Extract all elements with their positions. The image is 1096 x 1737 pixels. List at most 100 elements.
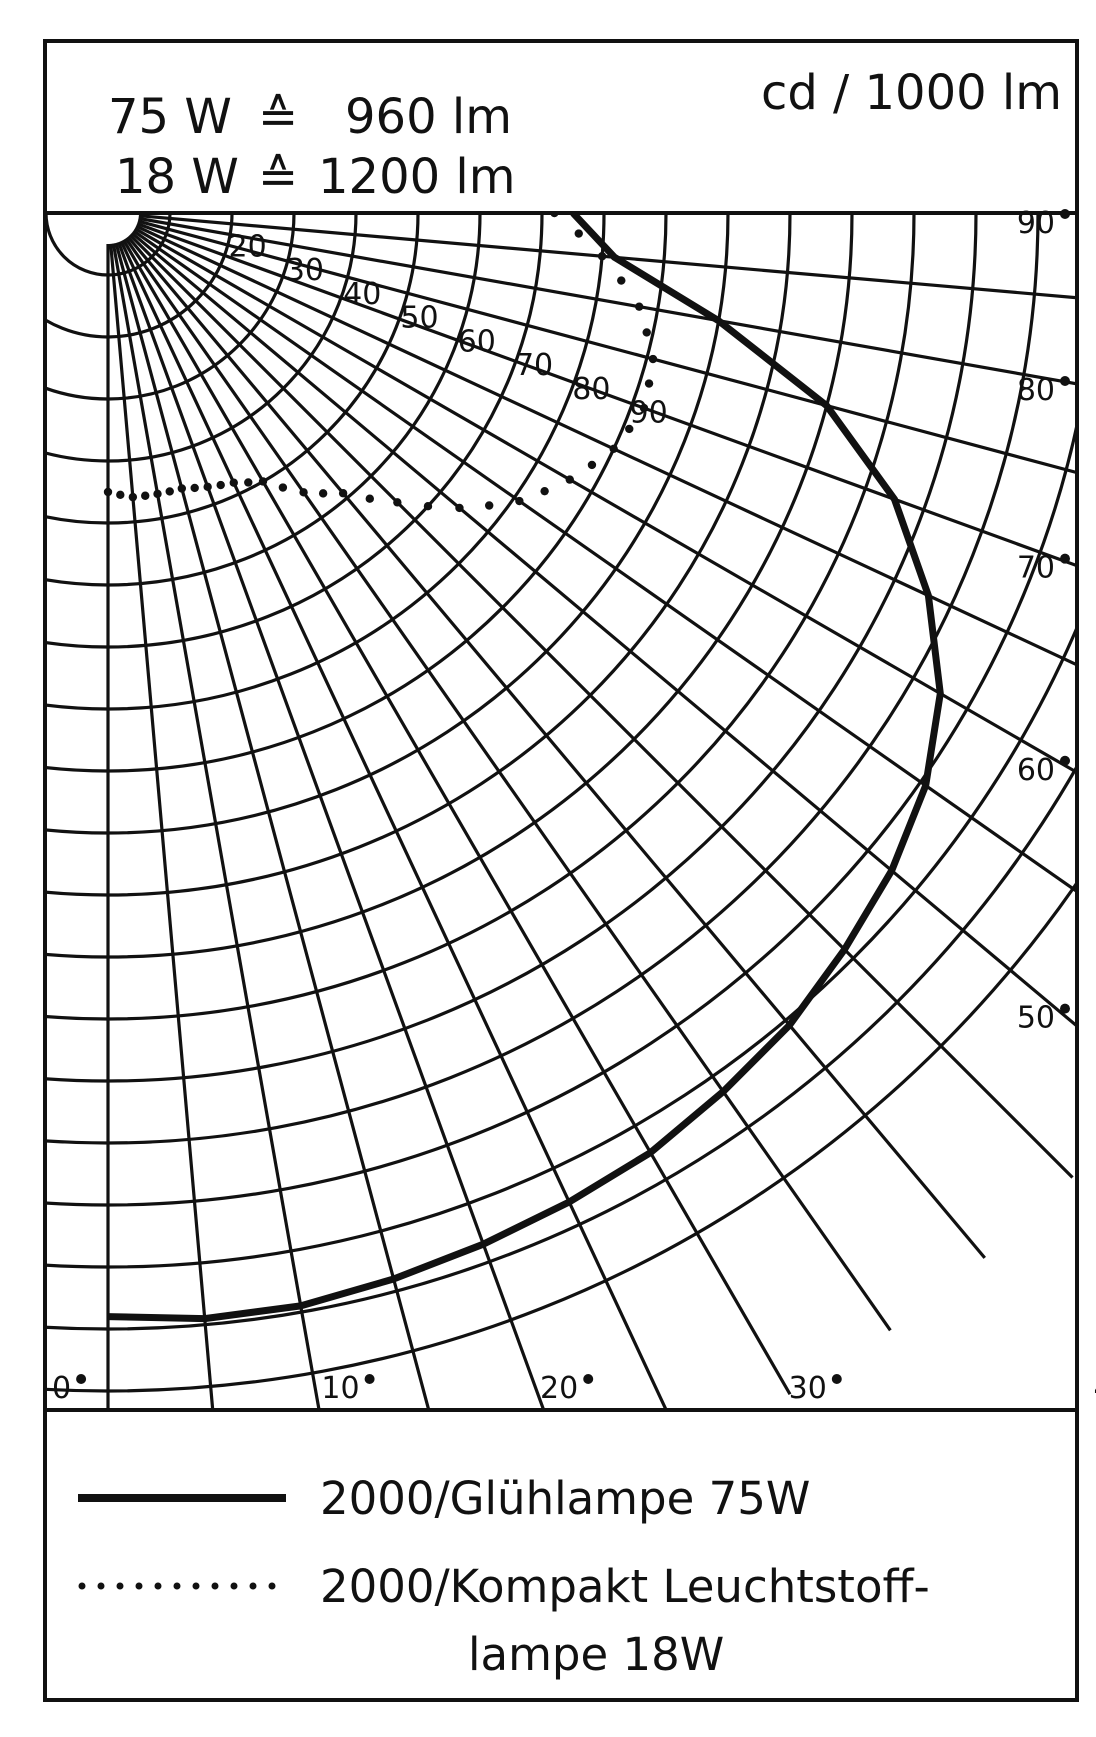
angle-label-40: 40 — [1094, 1371, 1096, 1406]
series-point-cfl-55 — [515, 496, 524, 506]
legend-label-compact-fluorescent-line2: lampe 18W — [468, 1628, 724, 1681]
series-point-cfl-85 — [597, 252, 607, 261]
radial-tick-20: 20 — [229, 229, 267, 264]
grid-spoke-45 — [128, 233, 1074, 1179]
angle-label-30: 30 — [789, 1371, 827, 1406]
series-point-cfl-10 — [153, 489, 162, 499]
degree-marker — [1060, 375, 1070, 386]
series-line-incandescent — [107, 213, 944, 1323]
grid-spoke-25 — [119, 240, 668, 1410]
degree-marker — [364, 1374, 375, 1384]
header-power-18w: 18 W — [115, 149, 239, 205]
tick-labels: 20304050607080900102030405060708090 — [52, 206, 1096, 1406]
grid-spoke-65 — [135, 224, 1077, 667]
series-point-cfl-0 — [103, 487, 113, 497]
series-point-cfl-90 — [550, 213, 559, 218]
polar-grid — [45, 213, 1077, 1410]
series-dot-cfl — [216, 480, 225, 490]
legend-label-incandescent: 2000/Glühlampe 75W — [320, 1472, 810, 1525]
angle-label-0: 0 — [52, 1371, 71, 1406]
series-dot-cfl — [190, 483, 199, 493]
grid-spoke-40 — [126, 235, 986, 1259]
series-point-cfl-40 — [338, 489, 348, 498]
series-point-cfl-80 — [635, 302, 644, 311]
radial-tick-80: 80 — [572, 372, 610, 407]
grid-spoke-50 — [130, 231, 1077, 1029]
radial-tick-30: 30 — [286, 253, 324, 288]
degree-marker — [583, 1374, 594, 1384]
chart-frame — [43, 39, 1079, 1702]
series-point-cfl-20 — [203, 482, 212, 492]
series-dot-cfl — [617, 276, 626, 285]
degree-marker — [1060, 1003, 1070, 1014]
angle-label-60: 60 — [1017, 753, 1055, 788]
series-point-cfl-15 — [177, 484, 187, 493]
series-point-cfl-30 — [258, 477, 268, 486]
degree-marker — [831, 1374, 842, 1384]
series-point-cfl-25 — [229, 478, 238, 487]
series-point-cfl-45 — [393, 498, 402, 507]
series-dot-cfl — [141, 491, 150, 500]
grid-spoke-60 — [134, 227, 1077, 775]
series-dot-cfl — [365, 494, 374, 503]
grid-spoke-5 — [109, 243, 215, 1410]
series-dot-cfl — [116, 490, 125, 500]
grid-spoke-30 — [122, 239, 792, 1396]
series-dot-cfl — [318, 489, 328, 498]
grid-spoke-10 — [111, 243, 321, 1410]
radial-tick-40: 40 — [343, 277, 381, 312]
series-dot-cfl — [625, 424, 634, 434]
series-point-cfl-5 — [128, 492, 138, 502]
degree-marker — [1060, 755, 1070, 766]
grid-spoke-15 — [114, 242, 431, 1410]
grid-spoke-55 — [132, 229, 1077, 894]
header-correspondence-symbol: ≙ — [258, 89, 298, 145]
series-dot-cfl — [540, 486, 549, 496]
series-dot-cfl — [485, 501, 494, 510]
header-flux-960: 960 lm — [345, 89, 512, 145]
legend-label-compact-fluorescent: 2000/Kompakt Leuchtstoff- — [320, 1560, 930, 1613]
angle-label-70: 70 — [1017, 551, 1055, 586]
series-dot-cfl — [244, 478, 253, 487]
radial-tick-90: 90 — [630, 396, 668, 431]
series-point-cfl-75 — [648, 354, 658, 364]
series-dot-cfl — [423, 502, 433, 511]
header-flux-1200: 1200 lm — [318, 149, 516, 205]
grid-spoke-20 — [117, 241, 546, 1410]
header-lamp-75w: 75 W ≙ 960 lm — [108, 89, 512, 145]
degree-marker — [1060, 209, 1070, 219]
series-dot-cfl — [165, 487, 174, 496]
grid-spoke-70 — [136, 222, 1077, 568]
series-dot-cfl — [644, 379, 654, 388]
grid-spoke-80 — [138, 216, 1077, 386]
series-point-cfl-60 — [565, 475, 574, 484]
grid-circle-190 — [45, 879, 1077, 1393]
header-power-75w: 75 W — [108, 89, 232, 145]
angle-label-10: 10 — [321, 1371, 359, 1406]
series-dot-cfl — [587, 460, 597, 470]
header-correspondence-symbol: ≙ — [258, 149, 298, 205]
radial-tick-70: 70 — [515, 348, 553, 383]
degree-marker — [1060, 553, 1070, 564]
grid-spoke-75 — [137, 219, 1077, 475]
series-dot-cfl — [574, 229, 583, 238]
series-dot-cfl — [642, 328, 651, 337]
series-compact-fluorescent-dots — [103, 213, 658, 513]
series-dot-cfl — [278, 483, 288, 492]
unit-label: cd / 1000 lm — [761, 65, 1062, 121]
series-point-cfl-65 — [609, 444, 618, 454]
angle-label-20: 20 — [540, 1371, 578, 1406]
angle-label-50: 50 — [1017, 1001, 1055, 1036]
angle-label-90: 90 — [1017, 206, 1055, 241]
legend: 2000/Glühlampe 75W 2000/Kompakt Leuchtst… — [78, 1472, 930, 1681]
degree-marker — [76, 1374, 87, 1384]
grid-spoke-85 — [138, 214, 1077, 300]
grid-spoke-35 — [124, 237, 892, 1332]
series-point-cfl-35 — [299, 488, 308, 497]
header-lamp-18w: 18 W ≙ 1200 lm — [115, 149, 516, 205]
radial-tick-50: 50 — [400, 301, 438, 336]
angle-label-80: 80 — [1017, 373, 1055, 408]
series-point-cfl-70 — [639, 403, 649, 413]
series-point-cfl-50 — [455, 503, 464, 513]
